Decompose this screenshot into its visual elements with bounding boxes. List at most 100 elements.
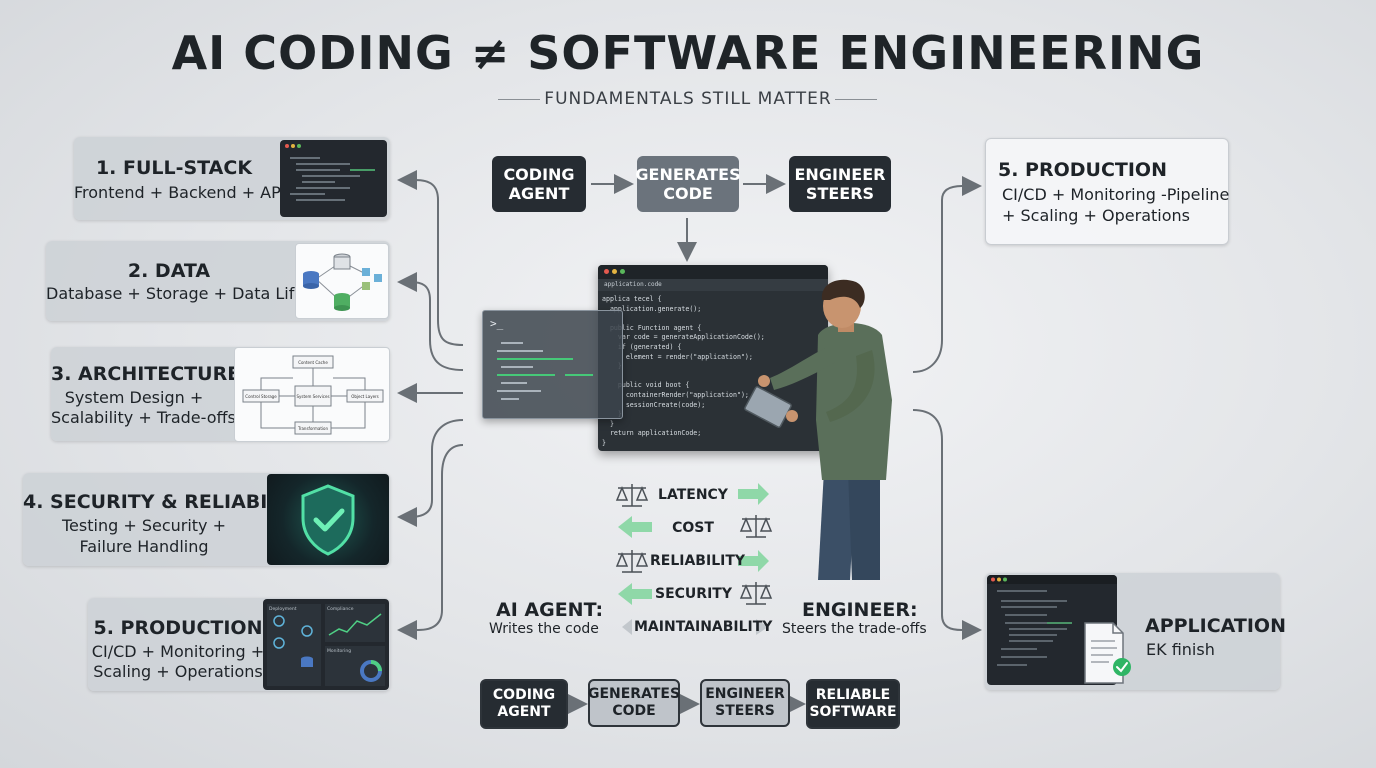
card-subtitle-line-2: + Scaling + Operations: [1002, 206, 1190, 225]
database-icon: [303, 253, 382, 311]
minimize-dot-icon: [612, 269, 617, 274]
editor-tab[interactable]: application.code: [604, 281, 662, 288]
flow-label: ENGINEER: [705, 686, 785, 702]
card-production-right: 5. PRODUCTION CI/CD + Monitoring -Pipeli…: [985, 138, 1229, 245]
card-subtitle: EK finish: [1146, 640, 1215, 659]
architecture-diagram-thumbnail: Content Cache Control Storage System Ser…: [234, 347, 390, 442]
editor-tab-bar: application.code: [598, 279, 828, 291]
terminal-prompt: >_: [490, 317, 504, 330]
dashboard-label: Compliance: [327, 606, 354, 612]
flow-label: AGENT: [508, 184, 570, 203]
code-line: application.generate();: [602, 304, 702, 313]
card-subtitle-line-1: System Design +: [64, 388, 204, 407]
arrow-right-icon: [756, 619, 768, 635]
code-content: applica tecel { application.generate(); …: [602, 295, 765, 449]
page-title: AI CODING ≠ SOFTWARE ENGINEERING: [171, 26, 1205, 80]
architecture-diagram-icon: Content Cache Control Storage System Ser…: [242, 355, 384, 435]
code-lines-icon: [987, 575, 1117, 666]
flow-label: GENERATES: [587, 686, 681, 702]
terminal-output-lines: [497, 342, 593, 400]
database-diagram-thumbnail: [295, 243, 389, 319]
balance-scale-icon: [615, 484, 649, 507]
code-line: containerRender("application");: [602, 390, 749, 399]
card-title: 4. SECURITY & RELIABILITY: [23, 491, 314, 513]
close-dot-icon: [604, 269, 609, 274]
tradeoff-latency: LATENCY: [658, 487, 728, 503]
window-titlebar: [598, 265, 828, 279]
card-subtitle: Database + Storage + Data Lifecycle: [46, 284, 346, 303]
role-ai-agent-title: AI AGENT:: [496, 599, 604, 621]
card-subtitle-line-2: Scalability + Trade-offs: [51, 408, 236, 427]
card-title: 1. FULL-STACK: [95, 157, 253, 179]
arrow-left-icon: [618, 516, 652, 538]
code-editor-window: application.code applica tecel { applica…: [598, 265, 828, 451]
arrow-left-icon: [622, 619, 632, 635]
arrow-right-icon: [738, 550, 769, 572]
card-architecture: 3. ARCHITECTURE System Design + Scalabil…: [51, 347, 390, 442]
arrow-right-icon: [738, 483, 769, 505]
card-application: APPLICATION EK finish: [985, 573, 1286, 690]
card-subtitle: Frontend + Backend + API: [74, 183, 286, 202]
flow-label: CODING: [492, 687, 556, 703]
balance-scale-icon: [739, 582, 773, 605]
dashboard-label: Deployment: [269, 606, 297, 612]
shield-check-icon: [301, 484, 355, 556]
card-subtitle-line-1: CI/CD + Monitoring +: [91, 642, 265, 661]
balance-scale-icon: [739, 515, 773, 538]
code-line: applica tecel {: [602, 295, 662, 303]
arch-node-label: Control Storage: [245, 394, 277, 399]
card-security-reliability: 4. SECURITY & RELIABILITY Testing + Secu…: [23, 473, 390, 566]
terminal-window: >_: [482, 310, 623, 419]
card-subtitle-line-2: Scaling + Operations: [93, 662, 263, 681]
dashboard-label: Monitoring: [327, 648, 351, 654]
card-title: APPLICATION: [1145, 615, 1286, 637]
arch-node-label: Content Cache: [298, 360, 328, 365]
flow-label: SOFTWARE: [809, 704, 897, 720]
tradeoff-cost: COST: [672, 520, 714, 536]
role-engineer-subtitle: Steers the trade-offs: [782, 621, 927, 637]
card-title: 5. PRODUCTION: [93, 617, 263, 639]
tradeoff-security: SECURITY: [655, 586, 732, 602]
dashboard-icon: Deployment Compliance Monitoring: [267, 604, 385, 686]
code-line: }: [602, 419, 614, 428]
shield-thumbnail: [267, 474, 389, 565]
code-lines-icon: [285, 144, 375, 201]
flow-label: CODE: [612, 703, 656, 719]
maximize-dot-icon: [620, 269, 625, 274]
card-subtitle-line-2: Failure Handling: [79, 537, 209, 556]
code-line: }: [602, 438, 606, 447]
card-subtitle-line-1: Testing + Security +: [61, 516, 227, 535]
code-line: public void boot {: [602, 381, 690, 390]
code-line: sessionCreate(code);: [602, 400, 706, 409]
arch-node-label: Transformation: [297, 426, 328, 431]
arch-node-label: Object Layers: [351, 394, 379, 399]
flow-label: CODING: [503, 165, 575, 184]
code-line: element = render("application");: [602, 352, 753, 361]
card-subtitle-line-1: CI/CD + Monitoring -Pipeline: [1002, 185, 1230, 204]
flow-label: RELIABLE: [815, 687, 891, 703]
subtitle-rule-right: [835, 99, 877, 100]
code-line: return applicationCode;: [602, 429, 702, 438]
flow-label: CODE: [663, 184, 713, 203]
card-full-stack: 1. FULL-STACK Frontend + Backend + API: [74, 137, 390, 220]
document-check-icon: [1084, 622, 1131, 684]
code-line: var code = generateApplicationCode();: [602, 333, 765, 342]
arch-node-label: System Services: [296, 394, 329, 399]
role-engineer-title: ENGINEER:: [802, 599, 918, 621]
code-editor-thumbnail: [280, 140, 387, 217]
page-subtitle: FUNDAMENTALS STILL MATTER: [544, 89, 832, 109]
card-title: 5. PRODUCTION: [998, 159, 1167, 181]
role-ai-agent-subtitle: Writes the code: [489, 621, 599, 637]
flow-label: ENGINEER: [794, 165, 886, 184]
card-data: 2. DATA Database + Storage + Data Lifecy…: [46, 241, 390, 321]
balance-scale-icon: [615, 550, 649, 573]
